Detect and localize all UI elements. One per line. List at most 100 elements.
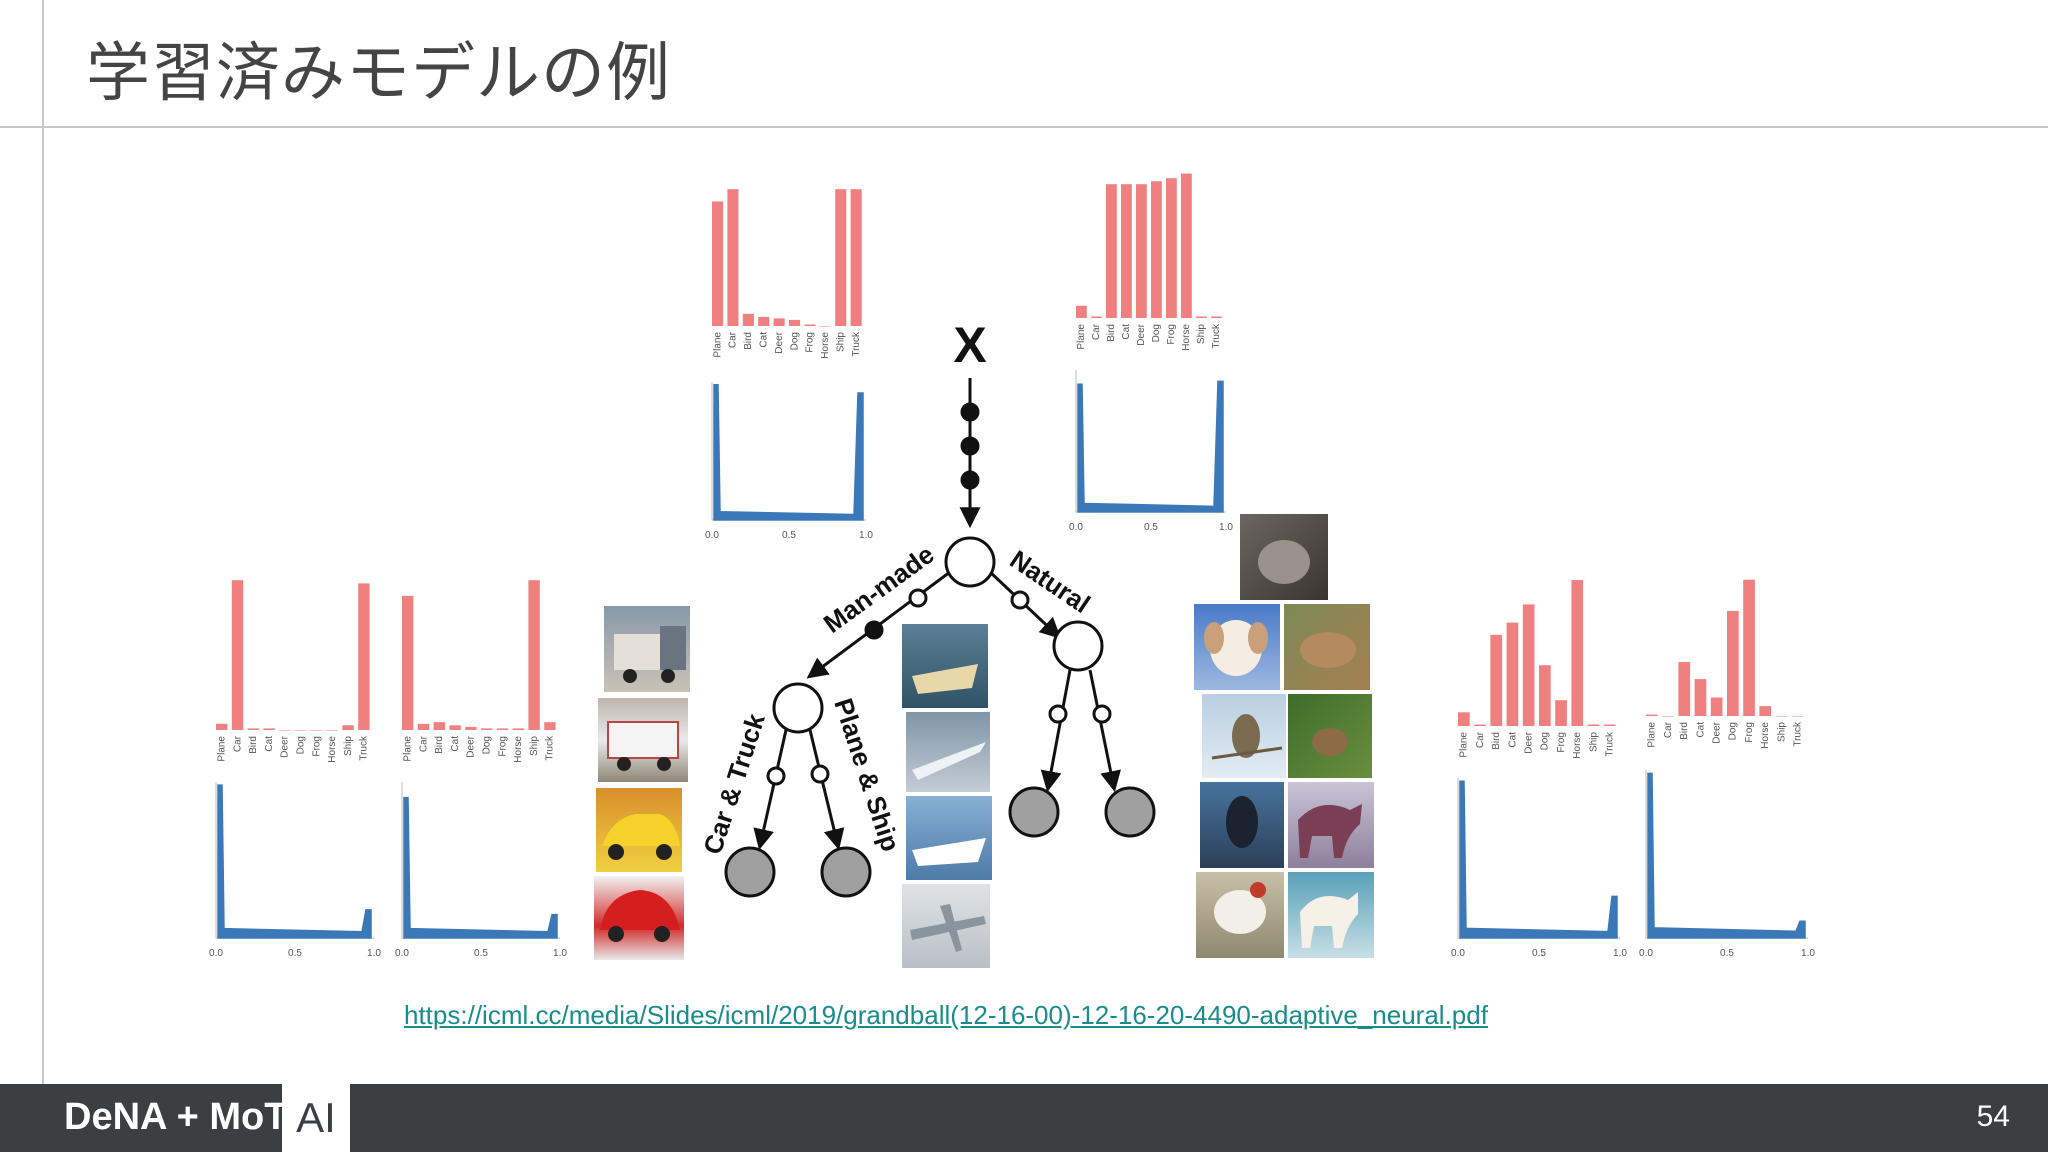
class-tick-label: Frog (1556, 732, 1567, 753)
class-tick-label: Horse (1760, 722, 1771, 749)
class-tick-label: Truck (1211, 323, 1222, 349)
class-probability-bar (1662, 716, 1674, 717)
thumbnail-puppy (1194, 604, 1280, 690)
class-tick-label: Plane (712, 332, 723, 358)
histogram-tick-label: 1.0 (553, 948, 567, 959)
class-probability-bar (1603, 724, 1616, 726)
tree-router-dot (908, 588, 928, 608)
class-tick-label: Dog (1540, 732, 1551, 750)
class-tick-label: Car (1475, 731, 1486, 748)
class-tick-label: Bird (434, 736, 445, 754)
tree-leaf (820, 846, 872, 898)
tree-router-dot (1010, 590, 1030, 610)
class-probability-bar (402, 595, 414, 730)
tree-node-man-made (772, 682, 824, 734)
class-probability-bar (1136, 184, 1147, 318)
class-probability-bar (1571, 580, 1584, 726)
class-tick-label: Plane (1647, 722, 1658, 748)
class-tick-label: Car (1663, 721, 1674, 738)
histogram-tick-label: 1.0 (859, 530, 873, 541)
class-tick-label: Plane (1076, 324, 1087, 350)
class-tick-label: Horse (327, 736, 338, 763)
edge-label-plane-ship: Plane & Ship (828, 695, 906, 855)
class-tick-label: Car (728, 331, 739, 348)
class-tick-label: Dog (1151, 324, 1162, 342)
class-probability-bar (712, 201, 724, 326)
tree-router-dot (810, 764, 830, 784)
class-tick-label: Car (1091, 323, 1102, 340)
histogram-tick-label: 1.0 (1613, 948, 1627, 959)
class-probability-bar (1791, 716, 1804, 717)
class-tick-label: Frog (1744, 722, 1755, 743)
page-number: 54 (1976, 1100, 2010, 1133)
class-probability-bar (1506, 622, 1519, 726)
class-tick-label: Horse (1181, 324, 1192, 351)
histogram-tick-label: 0.0 (1069, 522, 1083, 533)
class-tick-label: Ship (1776, 722, 1787, 742)
class-tick-label: Horse (1572, 732, 1583, 759)
class-tick-label: Car (418, 735, 429, 752)
class-tick-label: Deer (1712, 721, 1723, 743)
class-tick-label: Cat (1121, 324, 1132, 340)
thumbnail-yellow-car (596, 788, 682, 872)
class-probability-bar (850, 189, 862, 326)
footer-brand-logo: DeNA + MoT (64, 1096, 288, 1138)
thumbnail-cat (1240, 514, 1328, 600)
class-probability-bar (342, 725, 354, 730)
routing-histogram (217, 784, 372, 939)
tree-router-dot (766, 766, 786, 786)
histogram-axis (401, 782, 560, 939)
class-probability-bar (1474, 724, 1486, 726)
class-probability-bar (1743, 579, 1755, 716)
left-vertical-rule (42, 0, 44, 1084)
class-probability-bar (1166, 178, 1177, 318)
histogram-axis (1645, 770, 1808, 939)
tree-router-dot (1092, 704, 1112, 724)
tree-edge (808, 729, 845, 851)
class-probability-bar (773, 318, 785, 326)
class-probability-bar (1211, 316, 1222, 318)
input-label: X (953, 317, 986, 373)
class-tick-label: Cat (759, 332, 770, 348)
class-tick-label: Deer (1136, 323, 1147, 345)
thumbnail-yacht (906, 796, 992, 880)
class-tick-label: Dog (482, 736, 493, 754)
class-probability-bar (1121, 184, 1132, 318)
class-probability-bar (528, 580, 540, 730)
class-probability-bar (1775, 716, 1788, 717)
class-probability-bar (231, 580, 244, 730)
class-tick-label: Frog (497, 736, 508, 757)
histogram-axis (1457, 778, 1620, 939)
histogram-tick-label: 0.0 (705, 530, 719, 541)
class-tick-label: Plane (217, 736, 228, 762)
footer-bar: DeNA + MoT AI 54 (0, 1084, 2048, 1152)
tree-edge (1040, 669, 1072, 793)
histogram-tick-label: 0.0 (1639, 948, 1653, 959)
class-tick-label: Truck (545, 735, 556, 761)
histogram-tick-label: 0.5 (1532, 948, 1546, 959)
histogram-tick-label: 1.0 (367, 948, 381, 959)
tree-edge (753, 729, 788, 851)
tree-leaf (1104, 786, 1156, 838)
class-probability-bar (789, 319, 801, 326)
source-link[interactable]: https://icml.cc/media/Slides/icml/2019/g… (404, 1000, 1488, 1030)
footer-ai-badge: AI (282, 1084, 350, 1152)
tree-transformer-dot (864, 620, 884, 640)
class-tick-label: Ship (836, 332, 847, 352)
class-tick-label: Bird (1679, 722, 1690, 740)
footer-ai-label: AI (296, 1094, 336, 1141)
class-probability-bar (1555, 700, 1567, 726)
class-tick-label: Horse (820, 332, 831, 359)
histogram-axis (1075, 370, 1226, 513)
class-tick-label: Ship (1588, 732, 1599, 752)
class-probability-bar (727, 189, 739, 326)
class-tick-label: Ship (1196, 324, 1207, 344)
tree-transformer-dot (960, 402, 980, 422)
class-probability-bar (804, 324, 816, 326)
class-tick-label: Cat (1695, 722, 1706, 738)
class-probability-bar (358, 583, 370, 730)
class-tick-label: Cat (1507, 732, 1518, 748)
class-probability-bar (1458, 712, 1470, 726)
